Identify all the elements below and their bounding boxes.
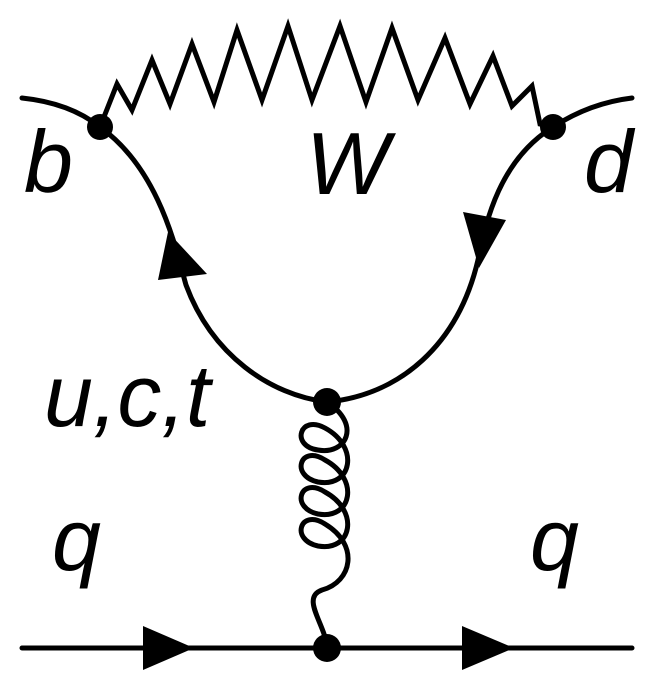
spectator-arrow-left <box>143 626 194 670</box>
label-b: b <box>24 112 73 211</box>
spectator-arrow-right <box>462 626 514 670</box>
loop-arrow-down <box>463 212 506 268</box>
vertex-d-w <box>540 114 566 140</box>
quark-loop-right-line <box>324 124 556 405</box>
label-quarks: u,c,t <box>44 346 214 445</box>
label-q-right: q <box>530 490 579 589</box>
label-d: d <box>584 112 636 211</box>
vertex-loop-gluon <box>313 388 341 416</box>
vertex-gluon-spectator <box>313 634 341 662</box>
w-boson-line <box>97 18 556 130</box>
quark-loop-left-line <box>97 124 330 405</box>
label-w: W <box>306 114 396 213</box>
label-q-left: q <box>52 490 101 589</box>
vertex-b-w <box>87 114 113 140</box>
loop-arrow-up <box>158 232 207 280</box>
gluon-line <box>298 399 351 651</box>
